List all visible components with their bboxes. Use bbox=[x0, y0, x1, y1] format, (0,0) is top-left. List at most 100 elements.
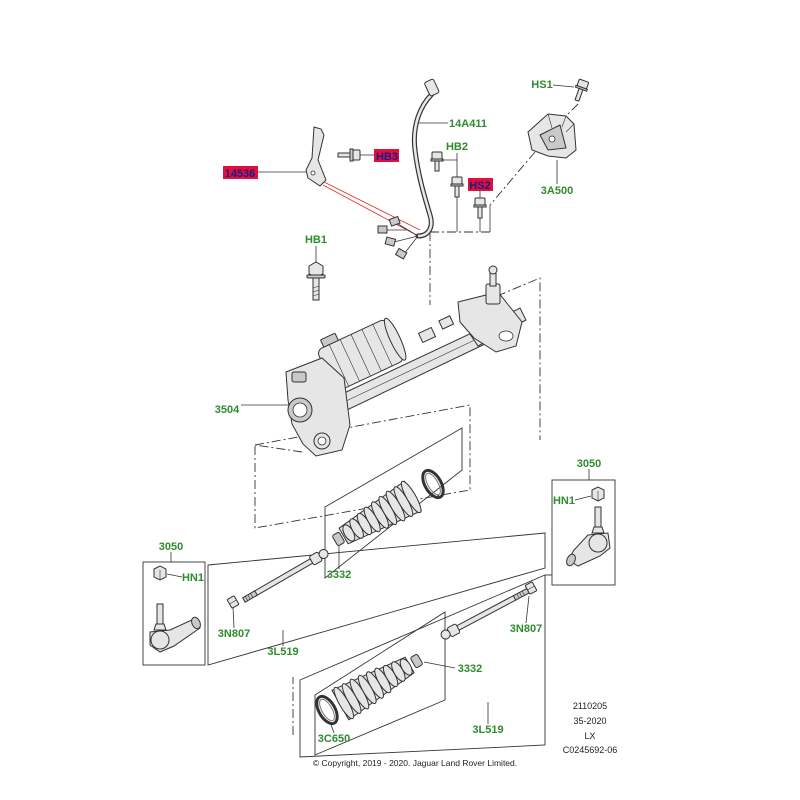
harness-connector-d bbox=[377, 225, 388, 234]
bolt-drop-lines bbox=[456, 197, 491, 232]
bolt-hb1-thread bbox=[312, 285, 320, 297]
callout-3050-left[interactable]: 3050 bbox=[159, 541, 183, 553]
tie-rod-end-right-bore bbox=[566, 553, 576, 567]
callout-14536[interactable]: 14536 bbox=[225, 168, 256, 180]
bolt-hb3-shaft bbox=[337, 152, 351, 158]
harness-connector-b bbox=[384, 236, 397, 247]
callout-hb2[interactable]: HB2 bbox=[446, 141, 468, 153]
rack-boss-b bbox=[438, 315, 455, 330]
band-clamp-3c650 bbox=[315, 694, 339, 726]
motor-fins bbox=[328, 324, 393, 387]
bolt-hb2-upper-head bbox=[431, 151, 443, 160]
callout-3332-lower[interactable]: 3332 bbox=[458, 663, 482, 675]
callout-3n807-right[interactable]: 3N807 bbox=[510, 623, 542, 635]
callout-3332-upper[interactable]: 3332 bbox=[327, 569, 351, 581]
callout-hs2[interactable]: HS2 bbox=[469, 180, 490, 192]
harness-branch-wires bbox=[386, 223, 419, 255]
boot-3332-upper bbox=[332, 480, 423, 546]
callout-hb3[interactable]: HB3 bbox=[376, 151, 398, 163]
callout-3l519-left[interactable]: 3L519 bbox=[267, 646, 298, 658]
rack-boss-a bbox=[417, 326, 437, 344]
bolt-hb2-lower-shaft bbox=[454, 185, 460, 198]
leader-lines bbox=[166, 84, 592, 734]
bolt-hb3 bbox=[337, 148, 361, 162]
bolt-hs1 bbox=[574, 78, 590, 102]
bolt-hb2-lower-head bbox=[451, 176, 463, 185]
nut-3n807-right-face bbox=[527, 585, 535, 591]
bolt-hb3-head bbox=[352, 149, 361, 161]
callout-labels: HS1 14A411 HB3 14536 HB2 HS2 3A500 HB1 3… bbox=[159, 79, 601, 745]
tie-rod-right-ball bbox=[440, 629, 451, 640]
callout-3n807-left[interactable]: 3N807 bbox=[218, 628, 250, 640]
tie-rod-end-3050-left bbox=[149, 565, 201, 653]
tie-rod-left-thread bbox=[241, 590, 258, 603]
motor-end-cap bbox=[383, 317, 407, 361]
bracket-3a500-ribs bbox=[547, 113, 575, 133]
right-mount-hole bbox=[498, 330, 514, 342]
mount-bracket-3a500 bbox=[527, 113, 577, 159]
tie-rod-end-left-stud bbox=[156, 603, 164, 625]
callout-3c650[interactable]: 3C650 bbox=[318, 733, 350, 745]
pinion-shaft-top bbox=[488, 265, 498, 275]
bracket-hole bbox=[310, 170, 316, 176]
illustration-reference-block: 2110205 35-2020 LX C0245692-06 bbox=[563, 701, 618, 755]
tie-rod-left-shaft bbox=[252, 557, 316, 597]
tie-rod-end-left-taper bbox=[153, 623, 167, 631]
bolt-hb2-lower bbox=[450, 176, 464, 198]
callout-3a500[interactable]: 3A500 bbox=[541, 185, 573, 197]
bolt-hb2-upper bbox=[430, 151, 444, 172]
callout-hb1[interactable]: HB1 bbox=[305, 234, 327, 246]
callout-hn1-left[interactable]: HN1 bbox=[182, 572, 204, 584]
harness-connector-c bbox=[394, 247, 408, 260]
motor-connector bbox=[320, 332, 339, 348]
bracket-plate bbox=[305, 126, 327, 187]
callout-hn1-right[interactable]: HN1 bbox=[553, 495, 575, 507]
callout-3050-right[interactable]: 3050 bbox=[577, 458, 601, 470]
callout-3504[interactable]: 3504 bbox=[215, 404, 240, 416]
band-clamp-upper bbox=[421, 468, 445, 500]
reference-line-1: 2110205 bbox=[573, 701, 607, 711]
nut-3n807-left-face bbox=[229, 599, 237, 605]
assembly-guide-lines bbox=[254, 103, 579, 735]
pinion-tower bbox=[485, 283, 501, 305]
bolt-hs1-shaft bbox=[574, 87, 584, 102]
tie-rod-left-thread-lines bbox=[244, 593, 254, 601]
tie-rod-end-3050-right bbox=[566, 486, 611, 567]
tie-rod-3l519-left bbox=[241, 549, 329, 603]
callout-14536-highlight[interactable] bbox=[223, 166, 258, 179]
bolt-hs2-shaft bbox=[477, 206, 483, 219]
frame-3l519-right bbox=[299, 574, 546, 758]
callout-14a411[interactable]: 14A411 bbox=[449, 118, 487, 130]
band-clamp-upper-outer bbox=[421, 468, 445, 500]
tie-rod-end-right-ball-housing bbox=[588, 533, 608, 553]
gearbox-opening-bore bbox=[292, 402, 308, 418]
frame-3l519-left bbox=[207, 532, 546, 666]
tie-rod-end-right-taper bbox=[591, 526, 605, 534]
steering-gear-3504 bbox=[285, 265, 527, 457]
callout-hs2-highlight[interactable] bbox=[468, 178, 493, 191]
bolt-hs2 bbox=[473, 197, 487, 219]
rack-right-guide-line bbox=[496, 277, 541, 440]
tie-rod-left-ball bbox=[318, 549, 329, 559]
boot-upper-fold bbox=[400, 480, 422, 514]
frame-3332-lower bbox=[314, 611, 446, 756]
rack-boot-dashed-frame bbox=[254, 404, 471, 529]
wiring-harness-14a411 bbox=[377, 78, 440, 260]
gearbox-end-cap-center bbox=[317, 436, 327, 446]
callout-hb3-highlight[interactable] bbox=[374, 149, 399, 162]
tie-rod-right-thread-lines bbox=[516, 590, 525, 599]
callout-3l519-right[interactable]: 3L519 bbox=[472, 724, 503, 736]
reference-line-3: LX bbox=[584, 731, 595, 741]
boot-3332-lower bbox=[331, 654, 423, 721]
band-clamp-upper-inner bbox=[425, 472, 441, 496]
frame-3050-right bbox=[551, 479, 616, 586]
group-frames bbox=[142, 427, 616, 758]
harness-connector-a bbox=[388, 215, 401, 227]
callout-hs1[interactable]: HS1 bbox=[531, 79, 552, 91]
bracket-3a500-guide-line bbox=[489, 151, 536, 206]
tie-rod-end-left-ball-housing bbox=[150, 630, 170, 650]
reference-line-4: C0245692-06 bbox=[563, 745, 618, 755]
bracket-to-harness-line bbox=[319, 179, 421, 238]
tie-rod-end-left-bore bbox=[191, 616, 201, 630]
